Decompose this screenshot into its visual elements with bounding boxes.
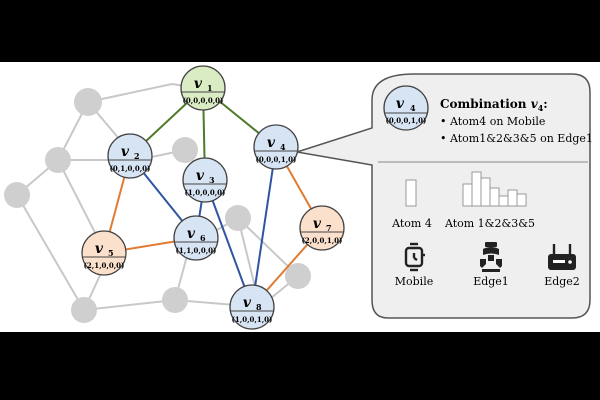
node-symbol: v xyxy=(194,76,203,92)
node-subscript: 1 xyxy=(207,83,213,93)
callout-title-suffix: : xyxy=(543,97,547,111)
node-circle xyxy=(107,133,153,179)
node-subscript: 3 xyxy=(209,175,215,185)
atom-1235-bars xyxy=(462,171,527,207)
callout-node-v4: v 4 (0,0,0,1,0) xyxy=(383,85,429,131)
node-subscript: 8 xyxy=(256,302,262,312)
callout-node-vector: (0,0,0,1,0) xyxy=(386,116,427,125)
node-vector: (1,1,0,0,0) xyxy=(176,246,217,255)
background-nodes xyxy=(4,88,311,323)
router-icon xyxy=(548,244,576,270)
node-circle xyxy=(81,230,127,276)
node-circle xyxy=(253,124,299,170)
callout-node-symbol: v xyxy=(396,96,405,112)
bullet-2-text: Atom1&2&3&5 on Edge1 xyxy=(449,132,593,145)
node-subscript: 5 xyxy=(108,248,114,258)
callout-node-sub: 4 xyxy=(410,103,416,113)
node-subscript: 2 xyxy=(134,151,140,161)
node-subscript: 6 xyxy=(200,233,206,243)
callout-bubble xyxy=(296,73,591,319)
robot-arm-icon xyxy=(480,242,502,272)
node-vector: (2,0,0,1,0) xyxy=(302,236,343,245)
node-symbol: v xyxy=(95,241,104,257)
node-circle xyxy=(173,215,219,261)
callout-panel: v 4 (0,0,0,1,0) Combination v4: • Atom4 … xyxy=(296,73,593,319)
callout-title-symbol: v xyxy=(531,97,539,111)
node-vector: (0,0,0,0,0) xyxy=(183,96,224,105)
atom-4-bar xyxy=(405,179,417,207)
node-symbol: v xyxy=(313,216,322,232)
node-subscript: 4 xyxy=(280,142,286,152)
callout-title: Combination v4: xyxy=(440,97,548,113)
bullet-2: • Atom1&2&3&5 on Edge1 xyxy=(440,132,593,145)
node-subscript: 7 xyxy=(326,223,332,233)
node-symbol: v xyxy=(187,226,196,242)
node-circle xyxy=(229,284,275,330)
node-symbol: v xyxy=(267,135,276,151)
bullet-1: • Atom4 on Mobile xyxy=(440,115,545,128)
smartwatch-icon xyxy=(404,242,425,272)
node-vector: (0,0,0,1,0) xyxy=(256,155,297,164)
device-edge2-label: Edge2 xyxy=(544,275,580,288)
atom-1235-label: Atom 1&2&3&5 xyxy=(444,217,535,230)
node-circle xyxy=(180,65,226,111)
node-symbol: v xyxy=(121,144,130,160)
node-vector: (1,0,0,0,0) xyxy=(185,188,226,197)
device-mobile-label: Mobile xyxy=(395,275,433,288)
node-circle xyxy=(182,157,228,203)
atom-4-label: Atom 4 xyxy=(391,217,432,230)
node-vector: (1,0,0,1,0) xyxy=(232,315,273,324)
device-edge1-label: Edge1 xyxy=(473,275,509,288)
node-vector: (2,1,0,0,0) xyxy=(84,261,125,270)
node-vector: (0,1,0,0,0) xyxy=(110,164,151,173)
bullet-1-text: Atom4 on Mobile xyxy=(449,115,545,128)
callout-title-prefix: Combination xyxy=(440,97,531,111)
node-symbol: v xyxy=(243,295,252,311)
callout-title-sub: 4 xyxy=(538,103,544,113)
edge-v4-v8 xyxy=(251,146,277,308)
node-symbol: v xyxy=(196,168,205,184)
node-circle xyxy=(299,205,345,251)
